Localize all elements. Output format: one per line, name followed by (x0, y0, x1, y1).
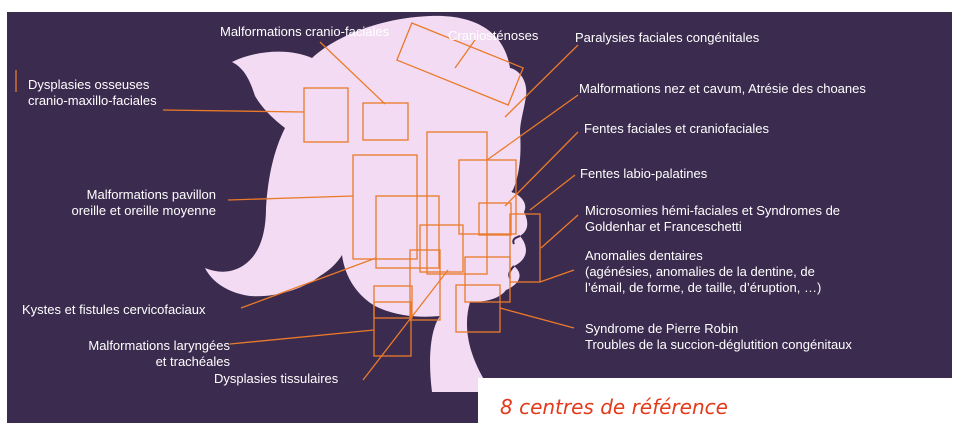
label-kystes-fistules: Kystes et fistules cervicofaciaux (22, 302, 206, 317)
label-malformations-pavillon: Malformations pavillon oreille et oreill… (71, 187, 216, 218)
region-box-hemifacial (509, 213, 541, 283)
label-anomalies-dentaires: Anomalies dentaires (agénésies, anomalie… (585, 248, 822, 295)
label-malformations-laryngees: Malformations laryngées et trachéales (88, 338, 230, 369)
footer-panel: 8 centres de référence (478, 378, 955, 423)
region-box-tissue (409, 249, 441, 321)
head-silhouette (205, 15, 528, 392)
region-box-ear (352, 154, 418, 260)
footer-reference-centres: 8 centres de référence (500, 395, 728, 419)
leader-lines (15, 39, 579, 381)
region-box-cranio-facial (362, 102, 409, 141)
label-malformations-nez: Malformations nez et cavum, Atrésie des … (579, 81, 866, 96)
label-pierre-robin: Syndrome de Pierre Robin Troubles de la … (585, 321, 852, 352)
label-craniostenoses: Craniosténoses (448, 28, 539, 43)
label-microsomies: Microsomies hémi-faciales et Syndromes d… (585, 203, 841, 234)
region-box-lip (478, 202, 512, 236)
label-malformations-cranio-faciales: Malformations cranio-faciales (220, 24, 390, 39)
label-fentes-labio-palatines: Fentes labio-palatines (580, 166, 708, 181)
region-box-jaw (419, 224, 464, 273)
label-paralysies-faciales: Paralysies faciales congénitales (575, 30, 760, 45)
region-box-craniostenoses (396, 22, 524, 106)
label-dysplasies-tissulaires: Dysplasies tissulaires (214, 371, 339, 386)
label-fentes-faciales: Fentes faciales et craniofaciales (584, 121, 769, 136)
region-box-teeth (464, 256, 511, 303)
region-box-middle-face (375, 195, 440, 269)
region-box-bone-dysplasia (303, 87, 349, 143)
region-box-larynx (373, 301, 412, 357)
label-dysplasies-osseuses: Dysplasies osseuses cranio-maxillo-facia… (28, 77, 157, 108)
